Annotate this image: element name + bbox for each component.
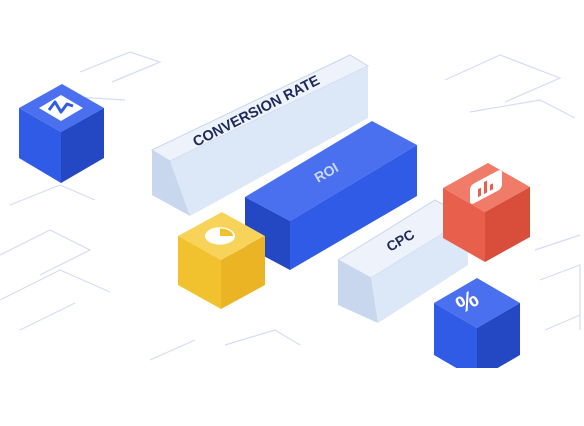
red-bar-chart-cube [443,163,530,262]
chart-line-icon [39,95,83,121]
bottom-fade [0,368,584,426]
yellow-pie-cube [178,212,265,309]
conversion-rate-block: CONVERSION RATE [150,54,370,216]
pie-chart-icon [205,227,235,245]
cpc-block: CPC [337,199,469,323]
background-grid-lines [0,51,581,361]
blue-chart-cube-top [19,84,104,183]
bar-chart-icon [470,170,502,204]
blue-percent-cube: % [434,278,520,380]
